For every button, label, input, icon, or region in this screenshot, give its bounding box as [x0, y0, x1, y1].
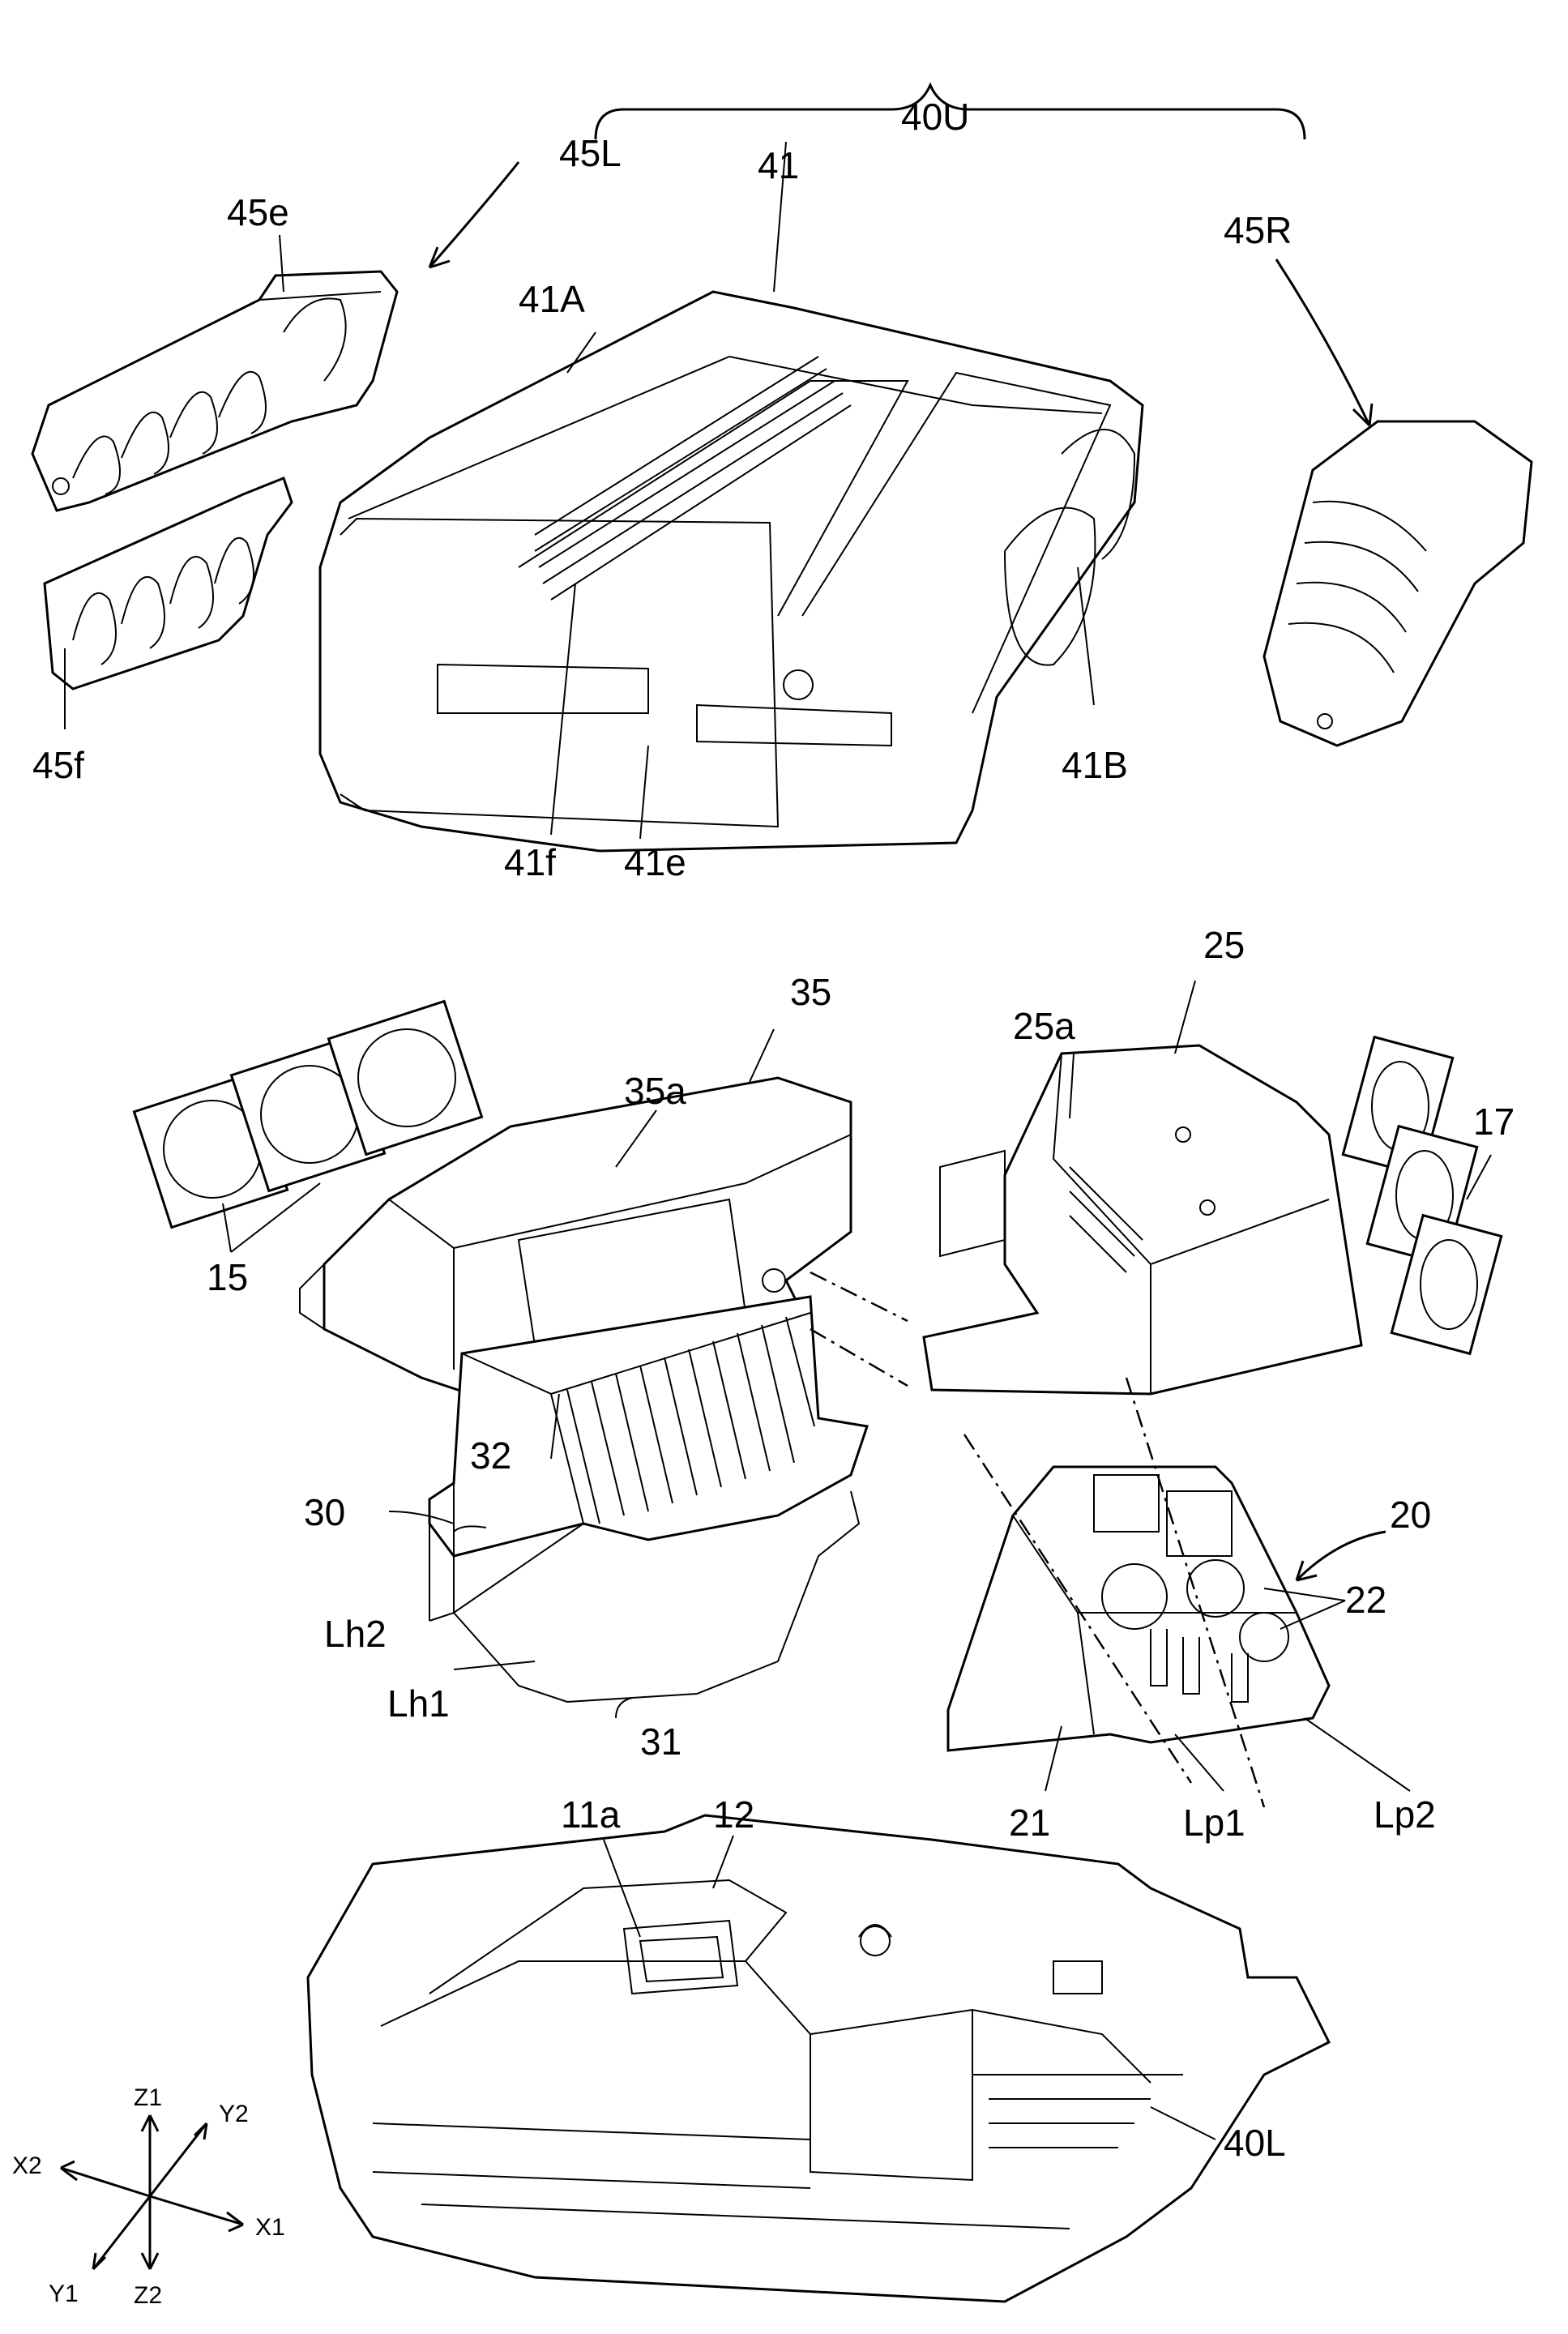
side-cover-45f-part: [43, 477, 293, 690]
axis-label-Y2: Y2: [219, 2101, 249, 2127]
label-25a: 25a: [1013, 1005, 1075, 1047]
shield-25-part: [922, 1044, 1363, 1396]
label-41e: 41e: [624, 841, 686, 883]
label-31: 31: [640, 1721, 681, 1763]
label-40U: 40U: [901, 96, 969, 138]
axis-label-X2: X2: [12, 2152, 42, 2179]
label-Lh2: Lh2: [324, 1613, 387, 1655]
axis-label-Y1: Y1: [49, 2281, 79, 2307]
label-Lh1: Lh1: [387, 1682, 450, 1725]
label-41: 41: [758, 144, 799, 186]
axis-label-Z1: Z1: [134, 2084, 162, 2111]
label-40L: 40L: [1224, 2122, 1286, 2164]
side-cover-45e-part: [31, 270, 399, 512]
label-22: 22: [1345, 1579, 1386, 1621]
labels: 40U 45L 41 45R 45e 41A 45f 41B 41f 41e 2…: [12, 96, 1515, 2309]
bracket-40U: [594, 82, 1306, 140]
axis-label-X1: X1: [255, 2214, 285, 2241]
side-cover-45R-part: [1263, 420, 1533, 747]
upper-cover-41-part: [318, 290, 1144, 853]
label-15: 15: [207, 1256, 248, 1298]
label-17: 17: [1473, 1101, 1515, 1143]
label-35: 35: [790, 971, 831, 1013]
axis-indicator: [60, 2114, 244, 2271]
label-45R: 45R: [1224, 209, 1292, 251]
label-Lp2: Lp2: [1374, 1793, 1436, 1836]
label-21: 21: [1009, 1802, 1050, 1844]
label-41f: 41f: [504, 841, 556, 883]
label-Lp1: Lp1: [1183, 1802, 1245, 1844]
label-41A: 41A: [519, 278, 585, 320]
fans-15-part: [132, 999, 484, 1229]
fans-17-part: [1341, 1035, 1503, 1356]
label-20: 20: [1390, 1494, 1431, 1536]
label-35a: 35a: [624, 1070, 686, 1112]
label-25: 25: [1203, 924, 1245, 966]
label-41B: 41B: [1062, 744, 1128, 786]
label-12: 12: [713, 1793, 754, 1836]
heat-sink-30-part: [428, 1295, 869, 1703]
axis-label-Z2: Z2: [134, 2282, 162, 2309]
label-32: 32: [470, 1434, 511, 1477]
label-11a: 11a: [561, 1793, 621, 1836]
lower-housing-40L-part: [306, 1814, 1331, 2303]
label-30: 30: [304, 1491, 345, 1533]
label-45f: 45f: [32, 744, 84, 786]
label-45L: 45L: [559, 132, 622, 174]
label-45e: 45e: [227, 191, 289, 233]
power-unit-20-part: [946, 1465, 1331, 1752]
